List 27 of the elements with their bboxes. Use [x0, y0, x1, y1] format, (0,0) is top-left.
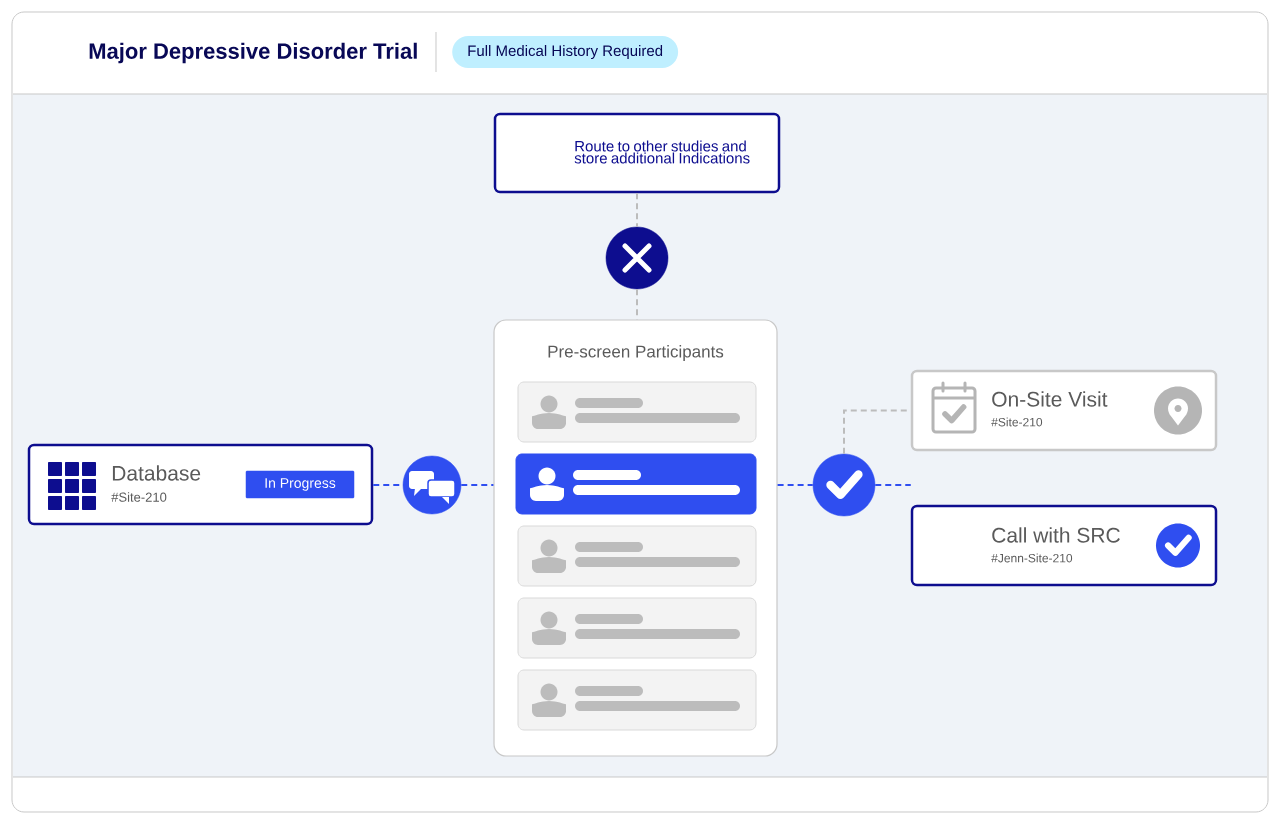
approve-circle [812, 453, 876, 517]
participant-card [517, 525, 757, 587]
connector [874, 484, 912, 486]
participant-card [515, 453, 757, 515]
subtext: #Jenn-Site-210 [991, 553, 1073, 563]
connector [776, 484, 814, 486]
status-button [245, 470, 355, 499]
button-label: In Progress [265, 478, 336, 491]
connector [636, 192, 638, 228]
routing-box [493, 112, 781, 194]
title: Major Depressive Disorder Trial [89, 42, 417, 64]
status-badge: Full Medical History Required [452, 36, 679, 68]
description-text: Route to other studies and store additional Indications [574, 140, 750, 164]
connector [460, 484, 495, 486]
participant-card [517, 669, 757, 731]
participant-card [517, 597, 757, 659]
heading: Database [112, 465, 201, 481]
subtext: #Site-210 [111, 492, 167, 502]
heading: Call with SRC [992, 527, 1120, 543]
reject-circle [605, 226, 669, 290]
chat-circle [402, 455, 462, 515]
visit-card [910, 369, 1218, 452]
participant-card [517, 381, 757, 443]
subtext: #Site-210 [991, 417, 1043, 427]
call-card [910, 504, 1218, 587]
heading: On-Site Visit [992, 391, 1108, 407]
heading: Pre-screen Participants [548, 345, 724, 361]
